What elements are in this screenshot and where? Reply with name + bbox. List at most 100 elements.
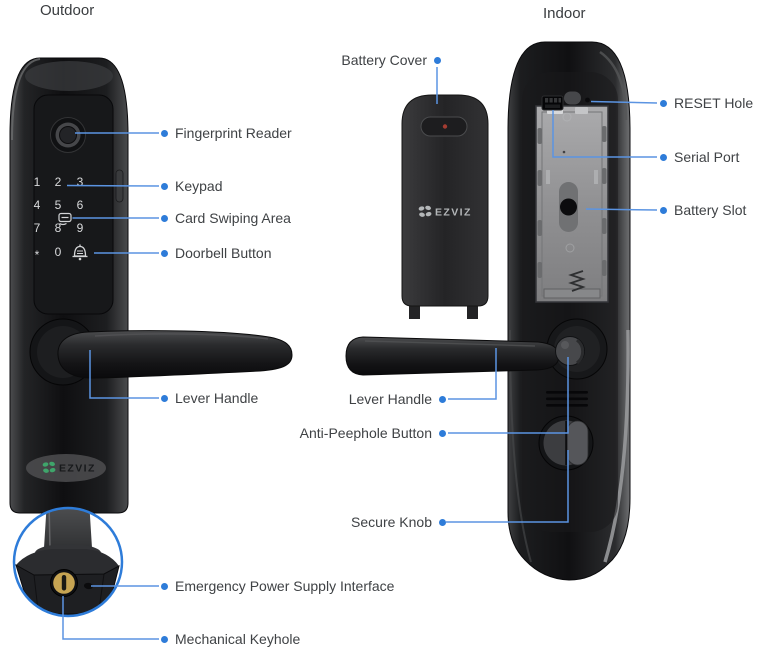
magnifier-ring xyxy=(12,506,124,618)
callout-label: Battery Cover xyxy=(341,52,427,68)
indoor-lock-illustration xyxy=(345,41,631,581)
callout-label: Anti-Peephole Button xyxy=(299,425,432,441)
callout-battery-cover: Battery Cover xyxy=(341,50,441,70)
magnified-emergency-power-interface xyxy=(83,582,94,590)
key-star: * xyxy=(35,248,40,262)
battery-slot xyxy=(559,182,578,232)
fingerprint-reader xyxy=(50,117,86,153)
cover-red-dot xyxy=(442,124,448,129)
battery-cover-illustration: EZVIZ xyxy=(401,94,489,319)
outdoor-ezviz-logo: EZVIZ xyxy=(26,454,106,482)
callout-label: Serial Port xyxy=(674,149,740,165)
battery-cover-body xyxy=(401,94,489,307)
leader-battery-slot xyxy=(585,208,658,211)
magnified-base-top xyxy=(16,549,119,575)
top-gray-button xyxy=(564,91,581,105)
leader-mechanical-keyhole xyxy=(62,596,159,640)
cover-brand-text: EZVIZ xyxy=(435,207,472,219)
callout-reset-hole: RESET Hole xyxy=(660,93,753,113)
callout-dot xyxy=(660,206,667,214)
reset-hole xyxy=(585,97,590,103)
battery-spring-icon xyxy=(568,270,586,292)
callout-dot xyxy=(439,518,446,526)
key-8: 8 xyxy=(55,221,62,235)
callout-dot xyxy=(161,394,168,402)
callout-dot xyxy=(161,129,168,137)
ezviz-clover-icon xyxy=(418,205,432,217)
callout-dot xyxy=(660,153,667,161)
magnified-mechanical-keyhole xyxy=(50,569,78,597)
leader-secure-knob xyxy=(446,450,569,523)
key-4: 4 xyxy=(34,198,41,212)
outdoor-lock-illustration: 1 2 3 4 5 6 7 8 9 * 0 xyxy=(9,57,293,514)
callout-label: Emergency Power Supply Interface xyxy=(175,578,395,594)
speaker-lines xyxy=(546,391,588,407)
callout-anti-peephole-button: Anti-Peephole Button xyxy=(300,423,446,443)
callout-label: Fingerprint Reader xyxy=(175,125,292,141)
callout-dot xyxy=(161,182,168,190)
cover-tab-left xyxy=(409,300,420,319)
callout-dot xyxy=(660,99,667,107)
ezviz-clover-icon xyxy=(42,461,56,473)
leader-lever-handle-indoor xyxy=(448,348,497,400)
callout-battery-slot: Battery Slot xyxy=(660,200,746,220)
callout-label: Lever Handle xyxy=(175,390,259,406)
key-9: 9 xyxy=(77,221,84,235)
callout-label: Card Swiping Area xyxy=(175,210,291,226)
callout-dot xyxy=(439,395,446,403)
callout-label: Lever Handle xyxy=(348,391,432,407)
callout-label: Secure Knob xyxy=(351,514,432,530)
leader-lines xyxy=(62,67,658,640)
callout-secure-knob: Secure Knob xyxy=(351,512,446,532)
callout-dot xyxy=(161,635,168,643)
callout-dot xyxy=(161,582,168,590)
indoor-lever-handle xyxy=(345,318,608,380)
leader-serial-port xyxy=(552,110,657,158)
callout-doorbell-button: Doorbell Button xyxy=(161,243,272,263)
cover-tab-right xyxy=(467,300,478,319)
outdoor-lever-handle xyxy=(29,318,293,386)
callout-label: Keypad xyxy=(175,178,223,194)
callout-serial-port: Serial Port xyxy=(660,147,739,167)
callout-dot xyxy=(439,429,446,437)
magnified-neck xyxy=(44,508,92,557)
callout-label: Battery Slot xyxy=(674,202,747,218)
callout-dot xyxy=(434,56,441,64)
key-6: 6 xyxy=(77,198,84,212)
key-3: 3 xyxy=(77,175,84,189)
leader-lever-handle-outdoor xyxy=(89,350,159,399)
callout-label: Doorbell Button xyxy=(175,245,272,261)
outdoor-touch-panel xyxy=(33,94,114,315)
callout-lever-handle-indoor: Lever Handle xyxy=(349,389,446,409)
callout-dot xyxy=(161,249,168,257)
card-swiping-icon xyxy=(58,212,72,226)
outdoor-brand-text: EZVIZ xyxy=(59,463,96,475)
section-title-indoor: Indoor xyxy=(543,5,586,22)
callout-lever-handle-outdoor: Lever Handle xyxy=(161,388,258,408)
doorbell-bell-icon xyxy=(72,244,88,261)
section-title-outdoor: Outdoor xyxy=(40,2,95,19)
cover-ezviz-logo: EZVIZ xyxy=(418,205,472,219)
key-5: 5 xyxy=(55,198,62,212)
key-7: 7 xyxy=(34,221,41,235)
callout-dot xyxy=(161,214,168,222)
anti-peephole-button xyxy=(555,336,585,366)
secure-knob xyxy=(538,415,594,471)
battery-compartment xyxy=(535,105,609,303)
callout-label: Mechanical Keyhole xyxy=(175,631,301,647)
serial-port xyxy=(541,95,564,111)
key-1: 1 xyxy=(34,175,41,189)
keypad: 1 2 3 4 5 6 7 8 9 * 0 xyxy=(34,175,84,262)
leader-reset-hole xyxy=(590,100,658,104)
callout-keypad: Keypad xyxy=(161,176,222,196)
leader-anti-peephole-button xyxy=(448,357,569,434)
callout-emergency-power: Emergency Power Supply Interface xyxy=(161,576,394,596)
callout-fingerprint-reader: Fingerprint Reader xyxy=(161,123,292,143)
leader-keypad xyxy=(66,184,160,187)
callout-card-swiping-area: Card Swiping Area xyxy=(161,208,291,228)
key-2: 2 xyxy=(55,175,62,189)
callout-label: RESET Hole xyxy=(674,95,754,111)
key-0: 0 xyxy=(55,245,62,259)
